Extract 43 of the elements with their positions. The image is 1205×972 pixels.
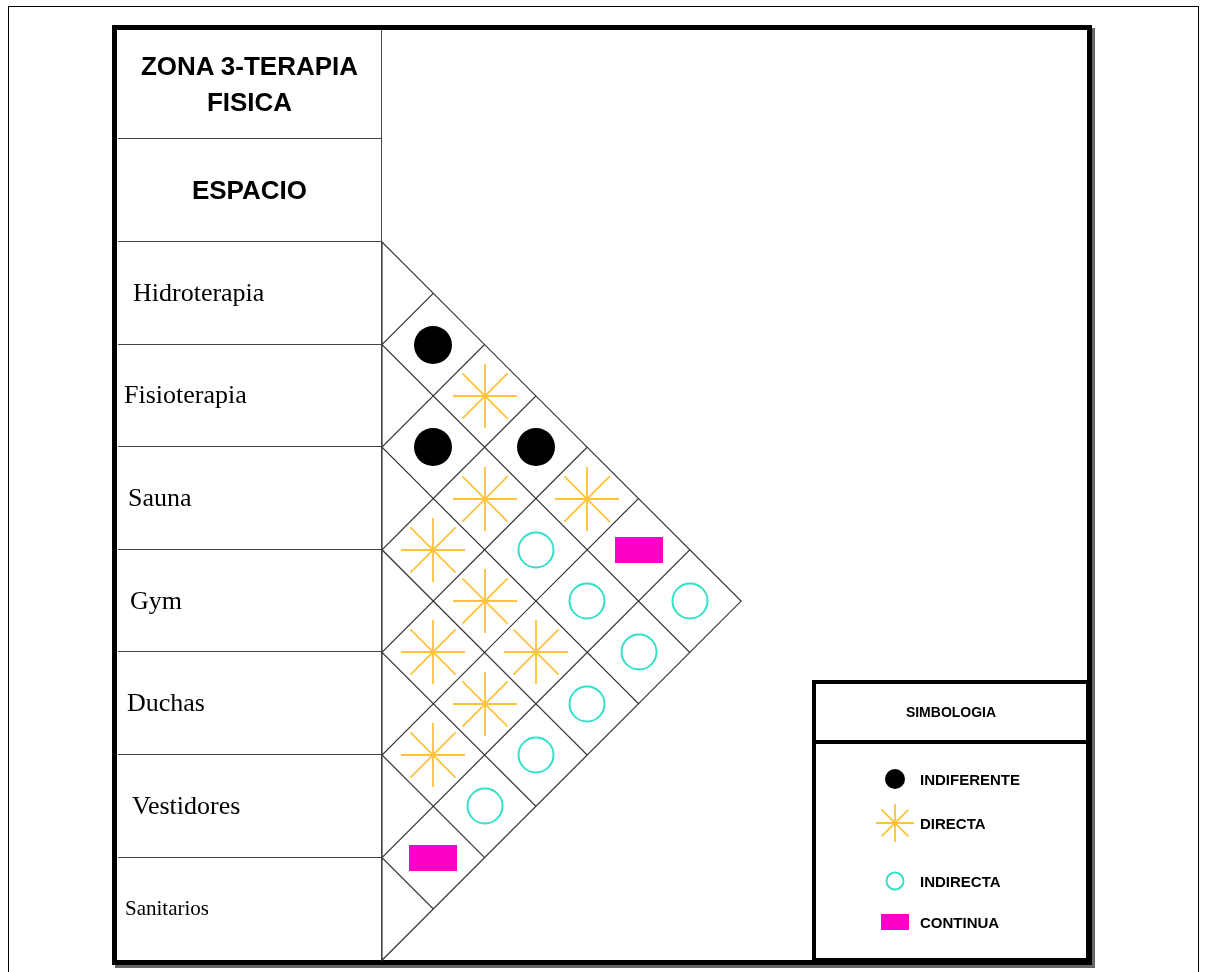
asterisk-star-icon — [452, 363, 517, 428]
space-row-cell — [118, 755, 382, 858]
legend-label: INDIRECTA — [920, 872, 1001, 890]
space-row-cell — [118, 652, 382, 755]
asterisk-star-icon — [401, 517, 466, 582]
space-row-cell — [118, 447, 382, 550]
space-name: Sauna — [128, 483, 192, 513]
header-cell — [118, 30, 382, 139]
asterisk-star-icon — [452, 466, 517, 531]
ring-icon — [516, 736, 555, 774]
space-row-cell — [118, 242, 382, 345]
filled-dot-icon — [516, 428, 555, 467]
legend-label: INDIFERENTE — [920, 770, 1020, 788]
asterisk-star-icon — [452, 671, 517, 736]
header-text: ZONA 3-TERAPIA FISICA — [139, 49, 360, 119]
legend-label: DIRECTA — [920, 814, 986, 832]
ring-icon — [465, 787, 504, 826]
ring-icon — [568, 684, 607, 723]
ring-icon — [619, 633, 658, 672]
asterisk-star-icon — [401, 723, 466, 787]
ring-icon — [568, 582, 607, 621]
space-name: Fisioterapia — [124, 380, 247, 411]
rectangle-icon — [409, 844, 458, 871]
space-name: Gym — [130, 585, 182, 616]
legend-label: CONTINUA — [920, 913, 1000, 931]
ring-icon — [516, 530, 555, 569]
space-name: Sanitarios — [125, 896, 209, 922]
asterisk-star-icon — [401, 620, 466, 685]
ring-icon — [670, 582, 709, 621]
space-row-cell — [118, 549, 382, 653]
filled-dot-icon — [414, 325, 453, 364]
space-name: Vestidores — [132, 790, 241, 821]
header-text: ESPACIO — [191, 173, 308, 207]
rectangle-icon — [614, 536, 663, 563]
space-name: Hidroterapia — [133, 277, 265, 308]
filled-dot-icon — [414, 428, 453, 467]
header-cell — [118, 139, 382, 242]
space-row-cell — [118, 344, 382, 448]
asterisk-star-icon — [452, 569, 517, 634]
asterisk-star-icon — [503, 620, 568, 685]
legend-title: SIMBOLOGIA — [905, 704, 997, 720]
space-name: Duchas — [127, 688, 205, 719]
asterisk-star-icon — [555, 466, 620, 531]
